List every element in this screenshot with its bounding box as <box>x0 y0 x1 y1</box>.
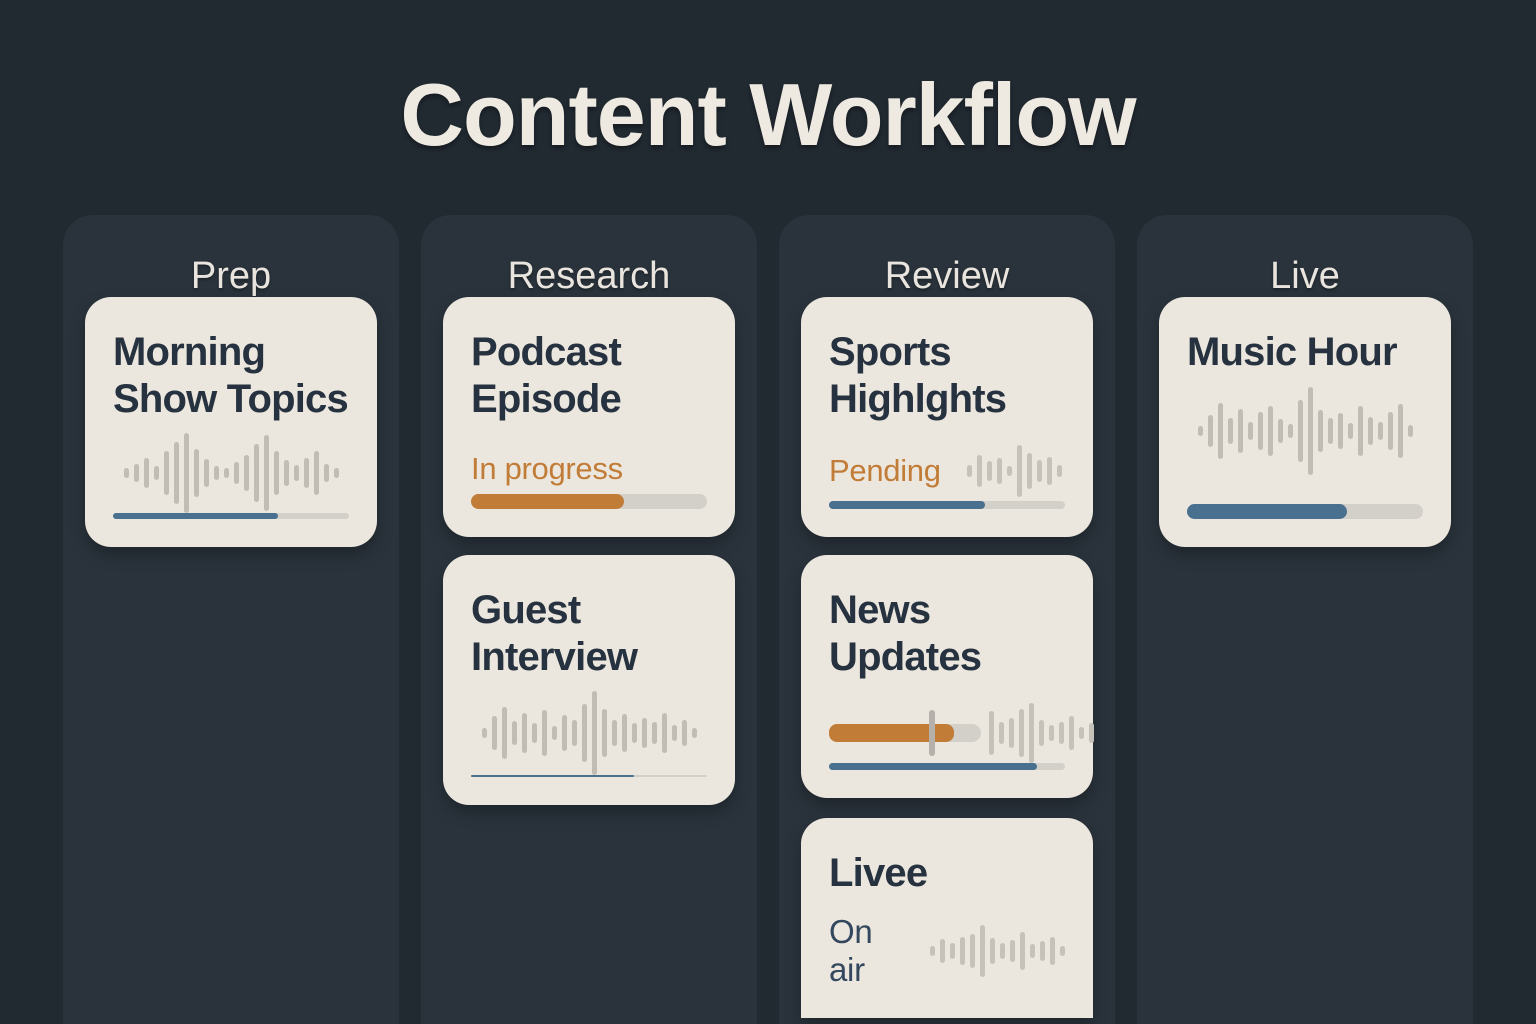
background-waveform-icon <box>92 45 282 195</box>
progress-bar <box>471 775 707 777</box>
progress-bar <box>113 513 349 519</box>
card-title: Morning Show Topics <box>113 330 349 421</box>
card-title: Livee <box>829 851 928 895</box>
column-prep-title: Prep <box>190 255 272 297</box>
background-waveform-icon <box>111 813 351 963</box>
column-research: Research Podcast Episode In progress Gue… <box>421 215 757 1024</box>
column-live: Live Music Hour <box>1137 215 1473 1024</box>
audio-clip-progress-bar <box>829 710 981 756</box>
progress-bar <box>829 763 1065 770</box>
progress-fill <box>471 494 625 509</box>
card-music-hour[interactable]: Music Hour <box>1159 297 1451 547</box>
status-badge: Pending <box>829 453 941 488</box>
progress-fill <box>471 775 634 777</box>
background-waveform-icon <box>471 842 709 992</box>
background-waveform-icon <box>1185 813 1425 963</box>
column-review: Review Sports Highlghts Pending News Upd… <box>779 215 1115 1024</box>
playhead-marker-icon <box>929 710 936 756</box>
background-waveform-icon <box>1158 42 1438 192</box>
card-title: Guest Interview <box>471 588 638 679</box>
waveform-icon <box>471 691 707 775</box>
status-badge: In progress <box>471 451 623 486</box>
card-guest-interview[interactable]: Guest Interview <box>443 555 735 805</box>
progress-fill <box>1187 504 1348 519</box>
progress-fill <box>829 763 1037 770</box>
waveform-icon <box>930 921 1065 981</box>
column-live-title: Live <box>1270 255 1340 297</box>
column-research-title: Research <box>507 255 671 297</box>
card-news-updates[interactable]: News Updates <box>801 555 1094 798</box>
progress-bar <box>1187 504 1423 519</box>
waveform-icon <box>989 703 1094 763</box>
progress-bar <box>471 494 707 509</box>
waveform-icon <box>1187 386 1423 476</box>
card-title: Music Hour <box>1187 330 1398 374</box>
progress-fill <box>829 501 985 509</box>
progress-fill <box>113 513 279 519</box>
status-badge: On air <box>829 913 873 988</box>
progress-fill <box>829 724 954 742</box>
card-title: Podcast Episode <box>471 330 622 421</box>
card-morning-show-topics[interactable]: Morning Show Topics <box>85 297 377 547</box>
column-prep: Prep Morning Show Topics <box>63 215 399 1024</box>
waveform-icon <box>966 441 1062 501</box>
card-sports-highlights[interactable]: Sports Highlghts Pending <box>801 297 1093 537</box>
column-review-title: Review <box>884 255 1010 297</box>
card-title: News Updates <box>829 588 982 679</box>
page-title: Content Workflow <box>400 65 1136 164</box>
progress-bar <box>829 501 1065 509</box>
waveform-icon <box>113 433 349 513</box>
card-podcast-episode[interactable]: Podcast Episode In progress <box>443 297 735 537</box>
card-title: Sports Highlghts <box>829 330 1007 421</box>
card-livee[interactable]: Livee On air <box>801 818 1093 1018</box>
